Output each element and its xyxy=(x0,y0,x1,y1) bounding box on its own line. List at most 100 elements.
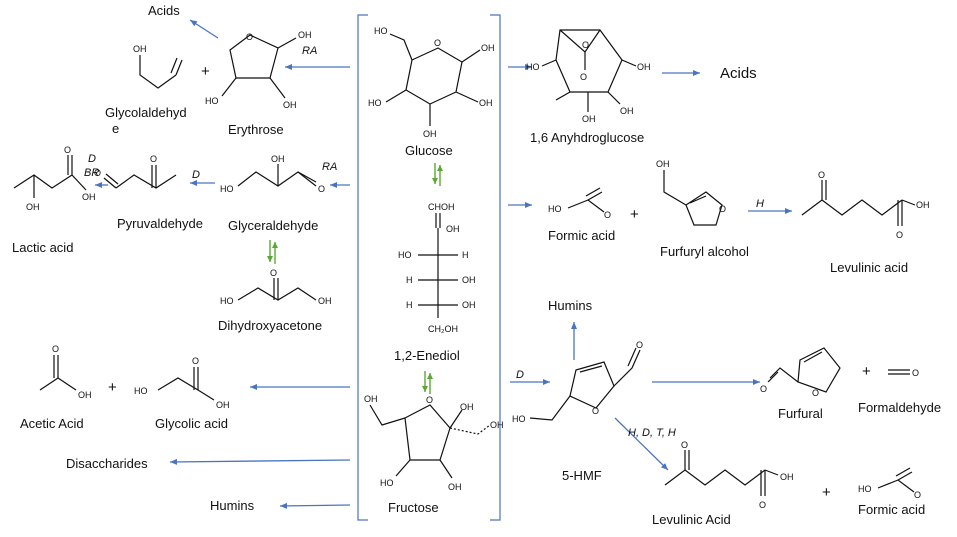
label-formaldehyde: Formaldehyde xyxy=(858,400,941,415)
pyruvaldehyde-structure: O O xyxy=(94,154,177,189)
svg-text:CH₂OH: CH₂OH xyxy=(428,324,458,334)
arrow-hmf-to-levulinic xyxy=(614,417,669,471)
label-hmf: 5-HMF xyxy=(562,468,602,483)
svg-text:O: O xyxy=(582,40,589,50)
svg-text:O: O xyxy=(246,32,253,42)
svg-text:OH: OH xyxy=(656,159,670,169)
hmf-structure: O O HO xyxy=(512,340,643,424)
cond-d-pyruvaldehyde: D xyxy=(192,169,200,181)
formic-acid-bottom-structure: HO O xyxy=(858,467,921,500)
plus-levulinic-formic: + xyxy=(822,484,831,501)
svg-text:HO: HO xyxy=(134,386,148,396)
arrow-to-humins-bottom xyxy=(279,502,351,509)
eq-enediol-fructose xyxy=(422,371,433,394)
formic-acid-top-structure: HO O xyxy=(548,187,611,220)
svg-text:HO: HO xyxy=(220,296,234,306)
eq-glucose-enediol xyxy=(432,163,443,186)
glyceraldehyde-structure: O OH HO xyxy=(220,154,325,194)
furfuryl-alcohol-structure: O OH xyxy=(656,159,726,226)
label-furfuryl-alcohol: Furfuryl alcohol xyxy=(660,244,749,259)
label-glyceraldehyde: Glyceraldehyde xyxy=(228,218,318,233)
svg-text:O: O xyxy=(580,72,587,82)
eq-glyceraldehyde-dha xyxy=(267,240,278,264)
dihydroxyacetone-structure: O HO OH xyxy=(220,268,332,306)
label-dihydroxyacetone: Dihydroxyacetone xyxy=(218,318,322,333)
label-enediol: 1,2-Enediol xyxy=(394,348,460,363)
svg-text:O: O xyxy=(914,490,921,500)
label-acids-top-right: Acids xyxy=(720,65,757,82)
reaction-condition-labels: RA RA D BR D H D H, D, T, H xyxy=(84,45,764,439)
svg-text:H: H xyxy=(406,300,413,310)
svg-text:OH: OH xyxy=(462,275,476,285)
svg-text:HO: HO xyxy=(380,478,394,488)
cond-d-hmf: D xyxy=(516,369,524,381)
cond-hdth: H, D, T, H xyxy=(628,427,676,439)
svg-text:O: O xyxy=(52,344,59,354)
svg-text:OH: OH xyxy=(620,106,634,116)
glycolaldehyde-structure: OH xyxy=(133,44,183,89)
svg-text:HO: HO xyxy=(548,204,562,214)
svg-text:O: O xyxy=(604,210,611,220)
svg-text:OH: OH xyxy=(423,129,437,139)
label-fructose: Fructose xyxy=(388,500,439,515)
label-formic-acid-top: Formic acid xyxy=(548,228,615,243)
label-erythrose: Erythrose xyxy=(228,122,284,137)
svg-text:OH: OH xyxy=(78,390,92,400)
svg-text:HO: HO xyxy=(398,250,412,260)
central-bracket xyxy=(357,14,501,521)
label-humins-right: Humins xyxy=(548,298,593,313)
label-formic-acid-bottom: Formic acid xyxy=(858,502,925,517)
svg-text:HO: HO xyxy=(220,184,234,194)
lactic-acid-structure: O OH OH xyxy=(13,145,96,212)
svg-text:OH: OH xyxy=(364,394,378,404)
label-disaccharides: Disaccharides xyxy=(66,456,148,471)
svg-text:HO: HO xyxy=(374,26,388,36)
svg-text:OH: OH xyxy=(283,100,297,110)
svg-text:O: O xyxy=(94,168,101,178)
svg-text:O: O xyxy=(681,440,688,450)
svg-text:HO: HO xyxy=(205,96,219,106)
svg-text:O: O xyxy=(812,388,819,398)
erythrose-structure: O OH OH HO xyxy=(205,30,312,110)
glycolic-acid-structure: O HO OH xyxy=(134,356,230,410)
svg-text:OH: OH xyxy=(460,402,474,412)
svg-text:OH: OH xyxy=(216,400,230,410)
svg-text:O: O xyxy=(426,395,433,405)
svg-text:CHOH: CHOH xyxy=(428,202,455,212)
svg-text:HO: HO xyxy=(368,98,382,108)
levulinic-acid-top-structure: O OH O xyxy=(801,170,930,240)
svg-text:O: O xyxy=(636,340,643,350)
svg-text:HO: HO xyxy=(526,62,540,72)
fructose-structure: O OH OH OH OH HO xyxy=(364,394,504,492)
plus-formic-furfuryl: + xyxy=(630,206,639,223)
svg-text:O: O xyxy=(64,145,71,155)
anhydroglucose-structure: O O HO OH OH OH xyxy=(526,29,651,124)
svg-text:OH: OH xyxy=(133,44,147,54)
svg-text:OH: OH xyxy=(479,98,493,108)
label-pyruvaldehyde: Pyruvaldehyde xyxy=(117,216,203,231)
arrow-erythrose-to-acids xyxy=(189,19,219,39)
svg-text:OH: OH xyxy=(318,296,332,306)
svg-text:HO: HO xyxy=(512,414,526,424)
svg-text:O: O xyxy=(318,184,325,194)
formaldehyde-structure: O xyxy=(888,368,919,378)
svg-text:OH: OH xyxy=(637,62,651,72)
plus-furfural-formaldehyde: + xyxy=(862,363,871,380)
svg-text:O: O xyxy=(912,368,919,378)
acetic-acid-structure: O OH xyxy=(39,344,92,400)
svg-text:OH: OH xyxy=(916,200,930,210)
compound-labels: Acids Glycolaldehyd e Erythrose Glucose … xyxy=(12,3,941,527)
enediol-structure: CHOH OH HO H H OH H OH CH₂OH xyxy=(398,202,476,334)
svg-text:O: O xyxy=(434,38,441,48)
svg-text:O: O xyxy=(896,230,903,240)
label-levulinic-acid-top: Levulinic acid xyxy=(830,260,908,275)
svg-text:OH: OH xyxy=(462,300,476,310)
svg-text:O: O xyxy=(818,170,825,180)
label-furfural: Furfural xyxy=(778,406,823,421)
glucose-structure: O HO OH OH OH HO xyxy=(368,26,495,139)
svg-text:HO: HO xyxy=(858,484,872,494)
label-glucose: Glucose xyxy=(405,143,453,158)
arrow-to-disaccharides xyxy=(169,458,351,465)
svg-text:OH: OH xyxy=(490,420,504,430)
svg-text:H: H xyxy=(462,250,469,260)
